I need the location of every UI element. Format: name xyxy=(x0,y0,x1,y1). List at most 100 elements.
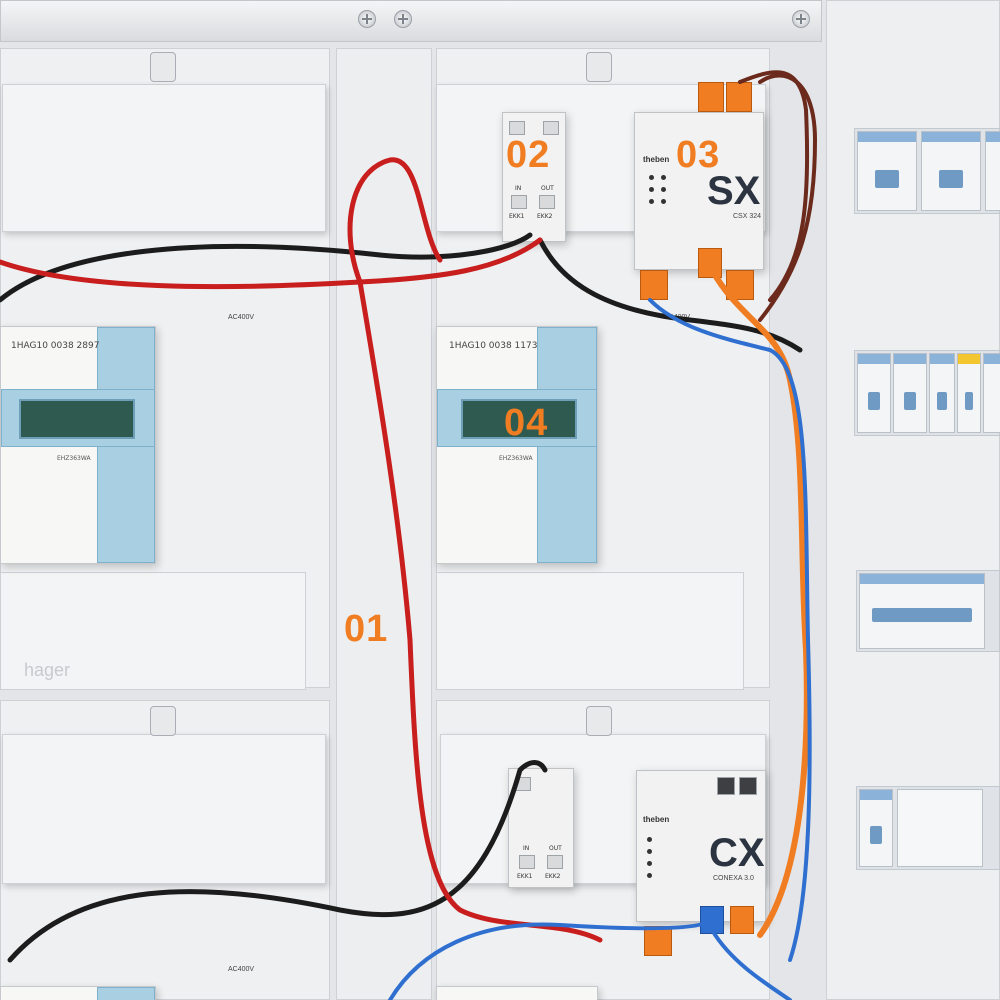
status-led xyxy=(647,861,652,866)
meter-hanger-clip xyxy=(150,706,176,736)
status-led xyxy=(661,187,666,192)
circuit-breaker xyxy=(859,789,893,867)
port-label-ekk1: EKK1 xyxy=(509,213,525,220)
circuit-breaker xyxy=(921,131,981,211)
port-label-out: OUT xyxy=(541,185,554,192)
breaker-row xyxy=(856,570,1000,652)
blank-cover xyxy=(897,789,983,867)
status-led xyxy=(661,199,666,204)
callout-03: 03 xyxy=(676,134,721,176)
port-label-ekk1: EKK1 xyxy=(517,873,533,880)
terminal-plug xyxy=(698,82,724,112)
breaker-row xyxy=(856,786,1000,870)
blue-cable xyxy=(710,928,792,1000)
port-label-ekk2: EKK2 xyxy=(545,873,561,880)
brown-cable xyxy=(758,73,817,322)
meter-top-cover-left-lower xyxy=(2,734,326,884)
circuit-breaker xyxy=(929,353,955,433)
meter-hanger-clip xyxy=(150,52,176,82)
circuit-breaker xyxy=(859,573,985,649)
splitter-port xyxy=(519,855,535,869)
cover-screw xyxy=(358,10,376,28)
port-label-in: IN xyxy=(523,845,530,852)
circuit-breaker xyxy=(957,353,981,433)
breaker-row xyxy=(854,350,1000,436)
cx-subtitle: CONEXA 3.0 xyxy=(713,875,754,882)
circuit-breaker xyxy=(857,353,891,433)
circuit-breaker xyxy=(893,353,927,433)
meter-model: EHZ363WA xyxy=(57,455,91,462)
sx-gateway-module: theben SX CSX 324 xyxy=(634,112,764,270)
callout-01: 01 xyxy=(344,608,389,650)
sx-model-text: SX xyxy=(707,169,761,213)
energy-meter-center: 1HAG10 0038 1173 EHZ363WA xyxy=(436,326,598,564)
callout-02: 02 xyxy=(506,134,551,176)
status-led xyxy=(647,873,652,878)
lan-port xyxy=(739,777,757,795)
meter-serial: 1HAG10 0038 1173 xyxy=(449,341,538,351)
cx-model-text: CX xyxy=(709,831,765,875)
brown-cable xyxy=(738,70,810,302)
red-cable xyxy=(347,157,443,285)
circuit-breaker xyxy=(983,353,1000,433)
blue-cable xyxy=(648,298,812,962)
lan-port xyxy=(717,777,735,795)
status-led xyxy=(647,837,652,842)
bus-splitter-top: IN OUT EKK1 EKK2 xyxy=(502,112,566,242)
splitter-port xyxy=(543,121,559,135)
terminal-plug xyxy=(698,248,722,278)
cx-brand: theben xyxy=(643,815,670,824)
meter-model: EHZ363WA xyxy=(499,455,533,462)
circuit-breaker xyxy=(857,131,917,211)
cx-gateway-module: theben CX CONEXA 3.0 xyxy=(636,770,766,922)
status-led xyxy=(661,175,666,180)
energy-meter-bottom-center xyxy=(436,986,598,1000)
terminal-plug xyxy=(640,270,668,300)
meter-bottom-cover-center xyxy=(436,572,744,690)
black-cable xyxy=(537,237,803,353)
circuit-breaker xyxy=(985,131,1000,211)
status-led xyxy=(649,199,654,204)
meter-hanger-clip xyxy=(586,706,612,736)
black-cable xyxy=(0,232,533,303)
status-led xyxy=(649,187,654,192)
breaker-row xyxy=(854,128,1000,214)
blue-cable xyxy=(388,918,714,1000)
terminal-plug xyxy=(726,82,752,112)
meter-lcd-display xyxy=(19,399,135,439)
status-led xyxy=(649,175,654,180)
cover-screw xyxy=(792,10,810,28)
meter-hanger-clip xyxy=(586,52,612,82)
sx-subtitle: CSX 324 xyxy=(733,213,762,220)
port-label-out: OUT xyxy=(549,845,562,852)
meter-top-cover-left xyxy=(2,84,326,232)
panel-brand-text: hager xyxy=(24,660,71,680)
terminal-plug xyxy=(730,906,754,934)
orange-cable xyxy=(709,267,810,938)
energy-meter-left: 1HAG10 0038 2897 EHZ363WA xyxy=(0,326,156,564)
meter-lcd-display xyxy=(461,399,577,439)
meter-bottom-cover-left xyxy=(0,572,306,690)
cover-screw xyxy=(394,10,412,28)
meter-serial: 1HAG10 0038 2897 xyxy=(11,341,100,351)
red-cable xyxy=(0,237,543,290)
meter-blue-frame xyxy=(97,987,155,1000)
energy-meter-bottom-left xyxy=(0,986,156,1000)
sx-brand: theben xyxy=(643,155,670,164)
splitter-port xyxy=(509,121,525,135)
meter-rating: AC400V xyxy=(228,314,255,321)
meter-rating: AC400V xyxy=(228,966,255,973)
black-cable xyxy=(7,760,548,963)
splitter-port xyxy=(511,195,527,209)
splitter-port xyxy=(547,855,563,869)
bus-splitter-bottom: IN OUT EKK1 EKK2 xyxy=(508,768,574,888)
callout-04: 04 xyxy=(504,402,549,444)
red-cable xyxy=(357,279,603,943)
terminal-plug xyxy=(644,926,672,956)
port-label-in: IN xyxy=(515,185,522,192)
port-label-ekk2: EKK2 xyxy=(537,213,553,220)
splitter-port xyxy=(539,195,555,209)
status-led xyxy=(647,849,652,854)
